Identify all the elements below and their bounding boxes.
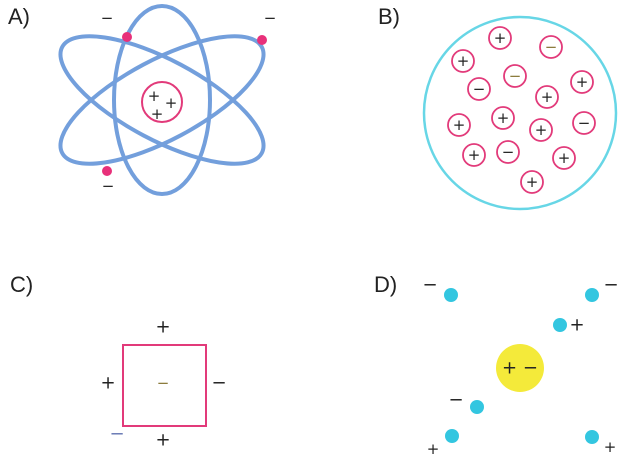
center-ion-charges: + − bbox=[502, 358, 538, 379]
ion-1 bbox=[444, 288, 458, 302]
particle-13 bbox=[462, 143, 486, 167]
panel-c: C) + + − − + − bbox=[10, 272, 227, 451]
atom-orbits bbox=[58, 4, 266, 196]
particle-charge-13: + bbox=[468, 146, 481, 164]
particle-charge-11: + bbox=[526, 173, 539, 191]
charge-right: − bbox=[211, 373, 226, 394]
particle-charge-6: + bbox=[576, 73, 589, 91]
particle-charge-15: + bbox=[558, 149, 571, 167]
particle-11 bbox=[520, 170, 544, 194]
nucleus-charge-2: + bbox=[165, 94, 178, 112]
label-b: B) bbox=[378, 4, 400, 29]
electron-1 bbox=[122, 32, 132, 42]
particle-5 bbox=[467, 77, 491, 101]
electron-charge-3: − bbox=[102, 177, 115, 195]
center-ion bbox=[496, 344, 544, 392]
orbit-vertical bbox=[112, 4, 212, 196]
label-c: C) bbox=[10, 272, 33, 297]
particle-charge-3: + bbox=[457, 52, 470, 70]
particle-14 bbox=[496, 140, 520, 164]
electron-charge-1: − bbox=[101, 9, 114, 27]
particle-charge-14: − bbox=[502, 143, 515, 161]
particle-15 bbox=[552, 146, 576, 170]
panel-b: B) + − + − − + + + + + + − + bbox=[378, 4, 618, 211]
particle-charge-12: − bbox=[578, 114, 591, 132]
particles bbox=[447, 26, 596, 194]
charge-center: − bbox=[157, 374, 170, 392]
ion-charge-4: − bbox=[448, 390, 463, 411]
particle-charge-1: + bbox=[494, 29, 507, 47]
particle-2 bbox=[539, 35, 563, 59]
ion-4 bbox=[470, 400, 484, 414]
particle-12 bbox=[572, 111, 596, 135]
ion-charge-5: + bbox=[427, 440, 440, 456]
label-a: A) bbox=[8, 4, 30, 29]
panel-a: A) + + + − − − bbox=[8, 4, 277, 196]
particle-charge-4: − bbox=[509, 67, 522, 85]
ion-3 bbox=[553, 318, 567, 332]
charge-left: + bbox=[100, 373, 115, 394]
particle-charge-10: + bbox=[535, 121, 548, 139]
particle-3 bbox=[451, 49, 475, 73]
electron-2 bbox=[257, 35, 267, 45]
particle-charge-5: − bbox=[473, 80, 486, 98]
particle-8 bbox=[491, 106, 515, 130]
ion-charge-1: − bbox=[422, 275, 437, 296]
ion-2 bbox=[585, 288, 599, 302]
nucleus bbox=[141, 81, 183, 123]
particle-10 bbox=[529, 118, 553, 142]
ion-charge-3: + bbox=[569, 315, 584, 336]
nucleus-charge-3: + bbox=[151, 105, 164, 123]
ion-5 bbox=[445, 429, 459, 443]
particle-charge-2: − bbox=[545, 38, 558, 56]
particle-4 bbox=[503, 64, 527, 88]
particle-1 bbox=[488, 26, 512, 50]
ion-charge-2: − bbox=[603, 275, 618, 296]
particle-charge-9: + bbox=[453, 116, 466, 134]
square-body bbox=[122, 344, 207, 427]
charge-bottom-left: − bbox=[109, 424, 124, 445]
particle-7 bbox=[535, 85, 559, 109]
charge-top: + bbox=[155, 317, 170, 338]
particle-9 bbox=[447, 113, 471, 137]
electron-3 bbox=[102, 166, 112, 176]
particle-charge-8: + bbox=[497, 109, 510, 127]
particle-charge-7: + bbox=[541, 88, 554, 106]
particle-6 bbox=[570, 70, 594, 94]
ion-6 bbox=[585, 430, 599, 444]
orbit-tilted-1 bbox=[58, 34, 266, 166]
label-d: D) bbox=[374, 272, 397, 297]
orbit-tilted-2 bbox=[58, 34, 266, 166]
panel-d: D) + − − − + − + + bbox=[374, 272, 619, 456]
ion-charge-6: + bbox=[604, 438, 617, 456]
electron-charge-2: − bbox=[264, 9, 277, 27]
nucleus-charge-1: + bbox=[148, 87, 161, 105]
charge-bottom: + bbox=[155, 430, 170, 451]
